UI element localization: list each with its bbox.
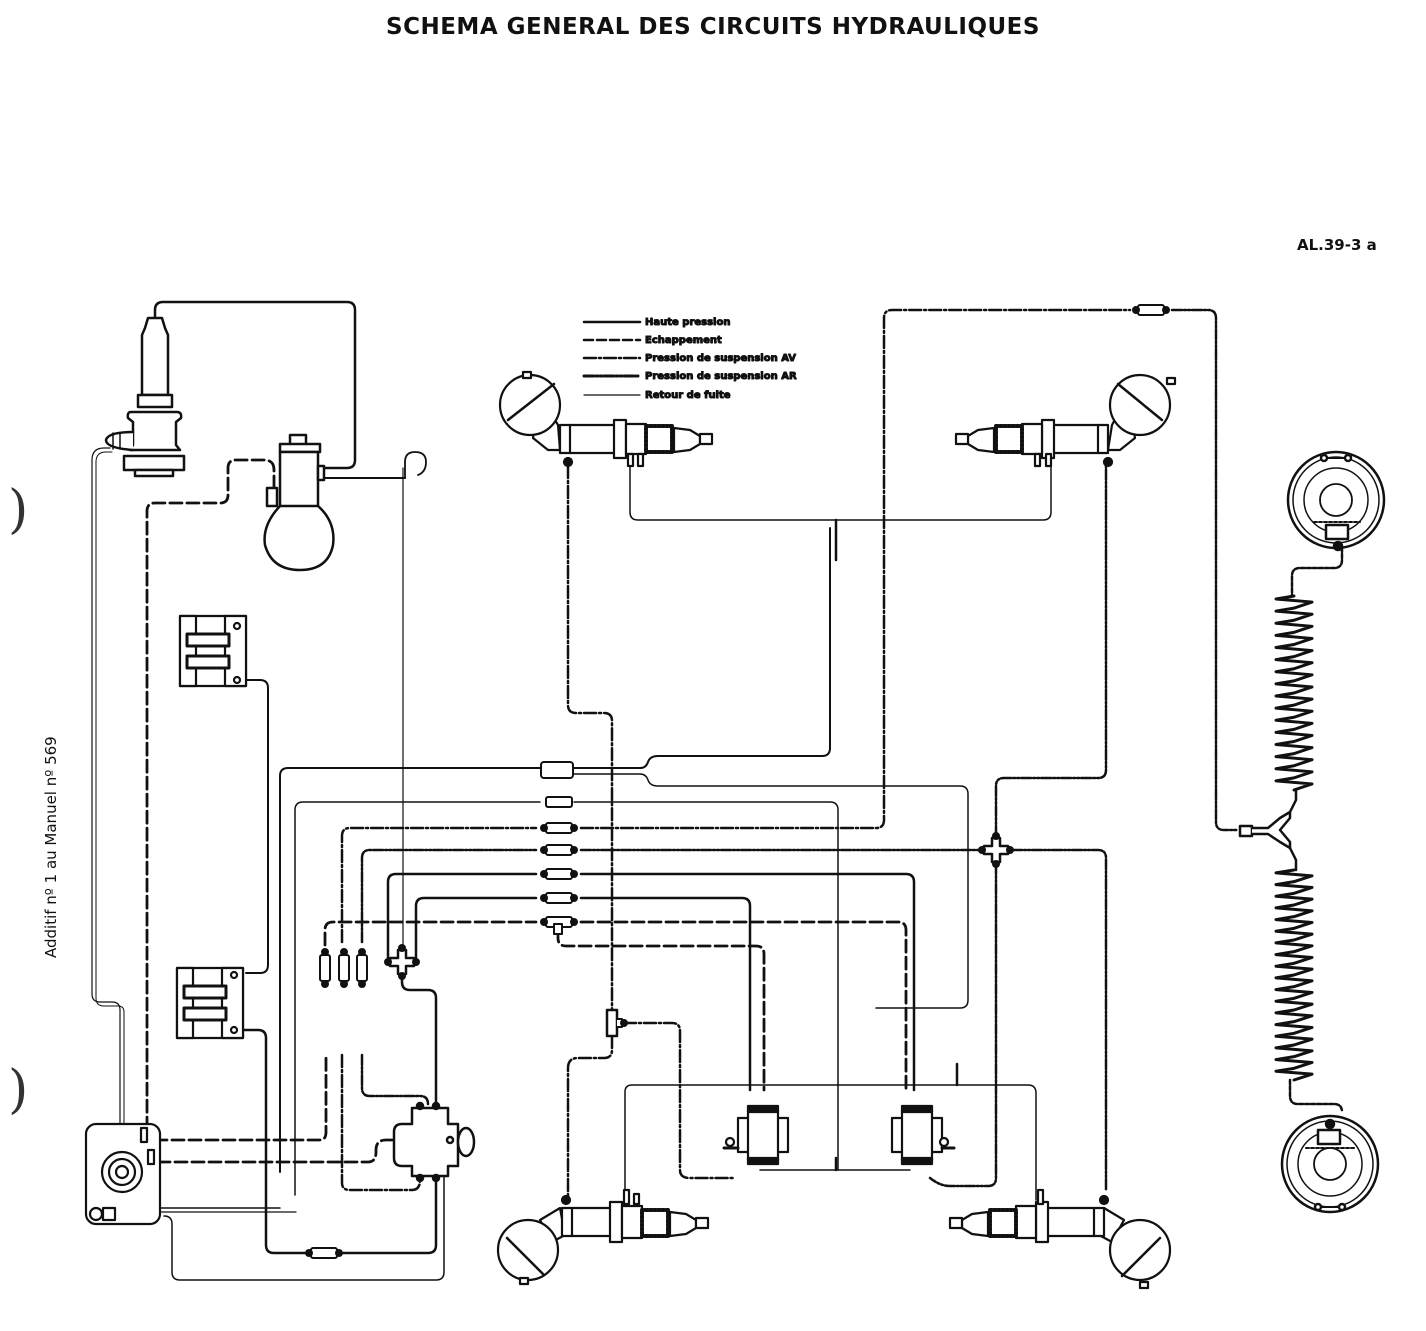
coupler bbox=[539, 822, 579, 834]
rear-left-sphere-icon bbox=[496, 1188, 710, 1286]
reference-code: AL.39-3 a bbox=[1297, 236, 1377, 254]
front-brake-drum-icon bbox=[1286, 450, 1386, 552]
rear-brake-drum-icon bbox=[1280, 1114, 1380, 1214]
legend-item-suspension-av: Pression de suspension AV bbox=[582, 353, 797, 365]
legend-label: Haute pression bbox=[645, 317, 730, 328]
coupler-top-right bbox=[1131, 304, 1171, 316]
coupler-vertical bbox=[319, 947, 331, 989]
coil-segment bbox=[1274, 594, 1314, 792]
legend-item-retour-de-fuite: Retour de fuite bbox=[583, 390, 731, 402]
coupler-vertical bbox=[338, 947, 350, 989]
brake-valve-icon bbox=[392, 1101, 476, 1183]
legend: Haute pression Echappement Pression de s… bbox=[582, 317, 797, 402]
rear-right-sphere-icon bbox=[948, 1188, 1172, 1290]
coupler-tee bbox=[539, 916, 579, 935]
diagram-title: SCHEMA GENERAL DES CIRCUITS HYDRAULIQUES bbox=[386, 14, 1040, 40]
cross-junction-right bbox=[977, 831, 1015, 869]
coupler bbox=[545, 796, 573, 808]
valve-upper-icon bbox=[178, 614, 248, 688]
legend-item-echappement: Echappement bbox=[582, 335, 723, 347]
coiled-hose-upper-icon bbox=[1274, 594, 1314, 792]
y-junction-icon bbox=[1238, 788, 1298, 872]
legend-item-haute-pression: Haute pression bbox=[582, 317, 731, 329]
legend-item-suspension-ar: Pression de suspension AR bbox=[582, 371, 797, 383]
legend-label: Pression de suspension AR bbox=[645, 371, 797, 382]
height-corrector-right-icon bbox=[890, 1104, 956, 1166]
legend-label: Retour de fuite bbox=[645, 390, 731, 401]
front-left-sphere-icon bbox=[498, 370, 714, 468]
coupler-bottom bbox=[304, 1247, 344, 1259]
coiled-hose-lower-icon bbox=[1274, 868, 1314, 1082]
coupler-double bbox=[540, 761, 574, 779]
height-corrector-left-icon bbox=[722, 1104, 790, 1166]
couplers bbox=[304, 304, 1171, 1259]
legend-label: Echappement bbox=[645, 335, 722, 346]
valve-lower-icon bbox=[175, 966, 245, 1040]
coupler bbox=[539, 868, 579, 880]
pressure-regulator-icon bbox=[263, 433, 335, 572]
reservoir-icon bbox=[84, 1122, 162, 1226]
coupler bbox=[539, 844, 579, 856]
coupler-vertical bbox=[356, 947, 368, 989]
margin-bracket-top: ) bbox=[8, 480, 29, 540]
pump-icon bbox=[104, 316, 186, 478]
coil-segment bbox=[1274, 868, 1314, 1082]
pipe-exhaust-main bbox=[145, 458, 276, 1127]
cross-junction-left bbox=[383, 943, 421, 981]
pipes bbox=[91, 300, 1344, 1281]
tee-junction-front-left bbox=[605, 1008, 628, 1038]
margin-bracket-bottom: ) bbox=[8, 1060, 29, 1120]
legend-label: Pression de suspension AV bbox=[645, 353, 796, 364]
front-right-sphere-icon bbox=[954, 373, 1177, 468]
coupler bbox=[539, 892, 579, 904]
pipe-pump-to-regulator bbox=[153, 300, 357, 470]
